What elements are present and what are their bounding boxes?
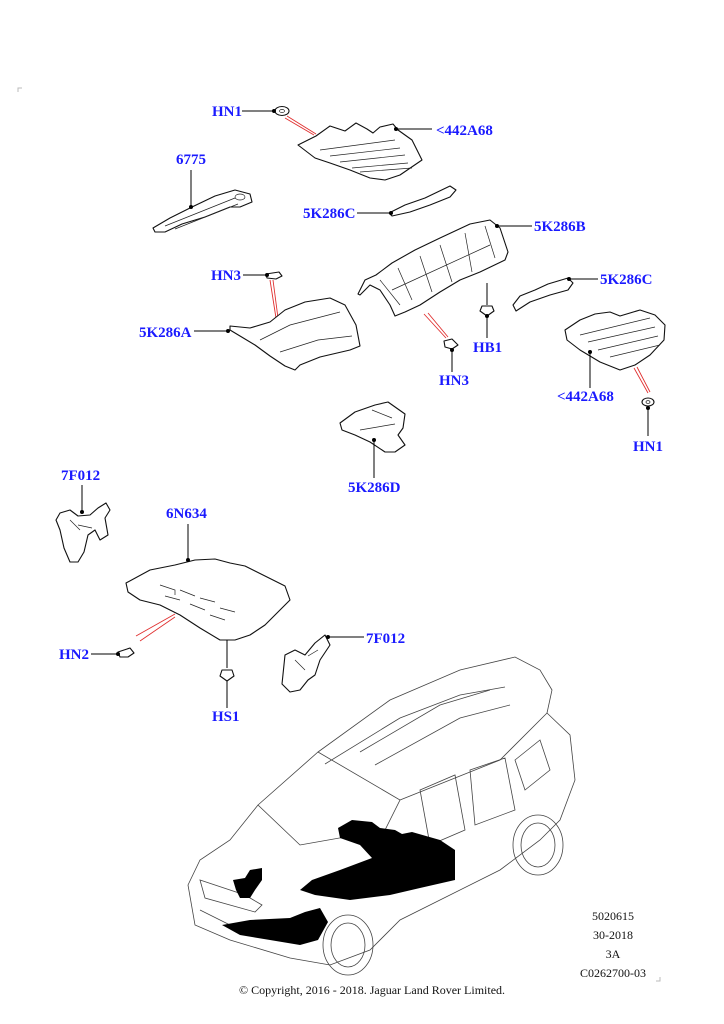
doc-number: 5020615	[592, 909, 634, 923]
callout-hn3-left[interactable]: HN3	[211, 268, 241, 284]
callout-5k286d[interactable]: 5K286D	[348, 480, 401, 496]
callout-5k286b[interactable]: 5K286B	[534, 219, 586, 235]
crop-mark-bottom-right	[656, 977, 661, 982]
hn3-center-red-leader	[423, 312, 449, 339]
bracket-6775-part[interactable]	[152, 189, 253, 233]
hn3-center-clip-part[interactable]	[443, 338, 459, 350]
undertray-442a68-right-part[interactable]	[564, 309, 666, 371]
illustration-id: C0262700-03	[580, 966, 646, 980]
callout-hn2[interactable]: HN2	[59, 647, 89, 663]
callout-5k286a[interactable]: 5K286A	[139, 325, 192, 341]
hn1-right-red-leader	[633, 366, 651, 394]
hn1-top-red-leader	[284, 115, 317, 136]
heat-shield-5k286a-part[interactable]	[229, 297, 361, 371]
copyright-notice: © Copyright, 2016 - 2018. Jaguar Land Ro…	[238, 983, 506, 997]
callout-7f012-left[interactable]: 7F012	[61, 468, 101, 484]
crop-mark-top-left	[17, 87, 22, 92]
callout-5k286c-right[interactable]: 5K286C	[600, 272, 653, 288]
heat-shield-5k286b-part[interactable]	[357, 219, 509, 317]
heat-shield-5k286c-right-part[interactable]	[512, 277, 574, 312]
hn3-left-clip-part[interactable]	[265, 271, 283, 280]
callout-6775[interactable]: 6775	[176, 152, 206, 168]
bracket-7f012-left-part[interactable]	[55, 502, 111, 563]
hn1-top-washer-part[interactable]	[274, 105, 290, 117]
heat-shield-5k286d-part[interactable]	[339, 401, 406, 453]
callout-hn1-right[interactable]: HN1	[633, 439, 663, 455]
callout-hn1-top[interactable]: HN1	[212, 104, 242, 120]
heat-shield-5k286c-top-part[interactable]	[388, 185, 457, 217]
undertray-442a68-top-part[interactable]	[297, 122, 423, 181]
callout-442a68-top[interactable]: <442A68	[436, 123, 493, 139]
callout-6n634[interactable]: 6N634	[166, 506, 207, 522]
vehicle-location-illustration	[187, 656, 576, 976]
revision: 3A	[605, 947, 621, 961]
bracket-7f012-right-part[interactable]	[281, 634, 331, 693]
callout-hb1[interactable]: HB1	[473, 340, 503, 356]
hn3-left-red-leader	[269, 279, 279, 319]
hb1-bolt-part[interactable]	[479, 283, 495, 317]
hn2-clip-part[interactable]	[117, 647, 135, 658]
hs1-screw-part[interactable]	[219, 640, 235, 682]
hn1-right-washer-part[interactable]	[641, 397, 655, 407]
callout-442a68-right[interactable]: <442A68	[557, 389, 614, 405]
hn2-red-leader	[135, 613, 176, 642]
date-code: 30-2018	[593, 928, 633, 942]
undertray-6n634-part[interactable]	[125, 558, 291, 641]
callout-hs1[interactable]: HS1	[212, 709, 240, 725]
callout-5k286c-top[interactable]: 5K286C	[303, 206, 356, 222]
callout-hn3-center[interactable]: HN3	[439, 373, 469, 389]
callout-7f012-right[interactable]: 7F012	[366, 631, 406, 647]
